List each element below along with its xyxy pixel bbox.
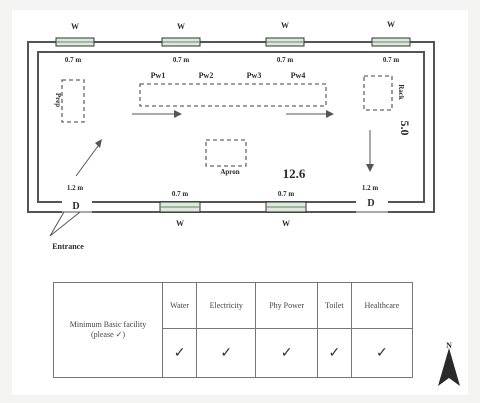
window-marker: W bbox=[282, 219, 290, 228]
door-width-label: 1.2 m bbox=[362, 184, 379, 192]
north-label: N bbox=[446, 341, 452, 350]
amenity-table: Minimum Basic facility (please ✓) Water … bbox=[53, 281, 414, 378]
width-dimension: 5.0 bbox=[398, 121, 412, 136]
window-marker: W bbox=[71, 22, 79, 31]
door-width-label: 1.2 m bbox=[67, 184, 84, 192]
window-marker: W bbox=[281, 21, 289, 30]
window-marker: W bbox=[387, 20, 395, 29]
table-row-header: Minimum Basic facility (please ✓) bbox=[53, 282, 163, 378]
flow-arrow-2 bbox=[286, 110, 334, 118]
check-mark-icon: ✓ bbox=[317, 328, 352, 378]
check-mark-icon: ✓ bbox=[350, 328, 414, 378]
right-storage-area bbox=[363, 75, 393, 111]
column-header: Phy Power bbox=[255, 281, 319, 330]
flow-arrow-down bbox=[366, 130, 374, 172]
window-width-label: 0.7 m bbox=[278, 190, 295, 198]
length-dimension: 12.6 bbox=[283, 166, 306, 181]
right-area-label: Rack bbox=[397, 84, 405, 100]
window-top-3 bbox=[265, 37, 305, 47]
workbench-area bbox=[139, 83, 327, 107]
table-row: ✓ ✓ ✓ ✓ ✓ bbox=[54, 328, 414, 378]
entrance-label: Entrance bbox=[52, 242, 84, 251]
door-marker: D bbox=[72, 201, 79, 212]
window-top-4 bbox=[371, 37, 411, 47]
workstation-label: Pw1 bbox=[151, 71, 166, 80]
window-top-2 bbox=[161, 37, 201, 47]
workstation-label: Pw4 bbox=[291, 71, 306, 80]
window-bottom-1 bbox=[159, 201, 201, 213]
inner-wall bbox=[37, 51, 425, 203]
window-width-label: 0.7 m bbox=[277, 56, 294, 64]
flow-arrow-1 bbox=[132, 110, 182, 118]
column-header: Electricity bbox=[196, 281, 257, 330]
check-mark-icon: ✓ bbox=[196, 328, 257, 378]
table-row: Minimum Basic facility (please ✓) Water … bbox=[53, 281, 414, 378]
column-header: Water bbox=[161, 281, 198, 330]
flow-arrow-diagonal bbox=[75, 139, 102, 177]
window-width-label: 0.7 m bbox=[172, 190, 189, 198]
door-right bbox=[356, 198, 388, 214]
window-marker: W bbox=[177, 22, 185, 31]
check-mark-icon: ✓ bbox=[161, 328, 198, 378]
column-header: Healthcare bbox=[350, 281, 414, 330]
north-arrow-icon bbox=[438, 348, 460, 386]
window-marker: W bbox=[176, 219, 184, 228]
check-mark-icon: ✓ bbox=[255, 328, 319, 378]
left-storage-area bbox=[61, 79, 85, 123]
door-marker: D bbox=[367, 198, 374, 209]
window-top-1 bbox=[55, 37, 95, 47]
entrance-pointer bbox=[49, 211, 81, 237]
window-width-label: 0.7 m bbox=[173, 56, 190, 64]
window-width-label: 0.7 m bbox=[383, 56, 400, 64]
workstation-label: Pw3 bbox=[247, 71, 262, 80]
center-area bbox=[205, 139, 247, 167]
workstation-label: Pw2 bbox=[199, 71, 214, 80]
door-left bbox=[62, 198, 92, 214]
column-header: Toilet bbox=[317, 281, 352, 330]
window-width-label: 0.7 m bbox=[65, 56, 82, 64]
center-area-label: Apron bbox=[220, 168, 239, 176]
left-area-label: Prep bbox=[54, 93, 62, 107]
window-bottom-2 bbox=[265, 201, 307, 213]
